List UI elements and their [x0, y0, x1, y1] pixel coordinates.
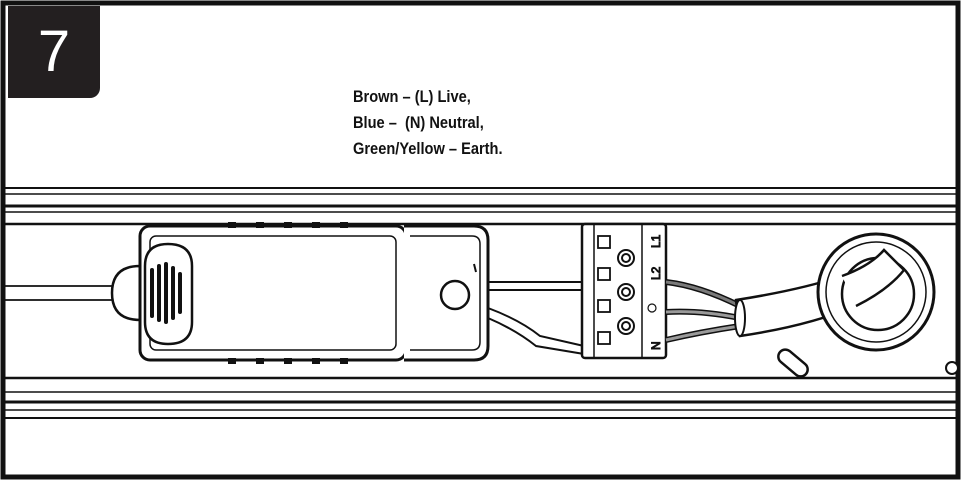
step-badge: 7 — [8, 6, 100, 98]
terminal-label-l2: L2 — [649, 266, 663, 280]
earth-icon — [647, 303, 657, 313]
legend-earth: Green/Yellow – Earth. — [353, 139, 503, 158]
driver-screw-hole — [439, 279, 471, 311]
led-driver — [110, 222, 490, 364]
cable-grommet — [816, 232, 936, 352]
terminal-label-n: N — [649, 341, 663, 350]
wire-color-legend: Brown – (L) Live, Blue – (N) Neutral, Gr… — [353, 84, 503, 162]
terminal-levers — [597, 235, 611, 345]
legend-live: Brown – (L) Live, — [353, 87, 471, 106]
housing-rails — [5, 187, 956, 419]
driver-grille — [150, 262, 182, 324]
step-number: 7 — [37, 19, 71, 84]
left-input-cable — [5, 285, 118, 301]
driver-top-vents — [228, 222, 348, 364]
terminal-clamps — [617, 249, 635, 335]
driver-output-wires — [487, 281, 585, 355]
legend-neutral: Blue – (N) Neutral, — [353, 113, 484, 132]
terminal-label-l1: L1 — [649, 234, 663, 248]
fixing-hole — [945, 361, 959, 375]
terminal-block: L1 L2 N — [580, 222, 668, 360]
fixing-slot — [777, 348, 809, 378]
